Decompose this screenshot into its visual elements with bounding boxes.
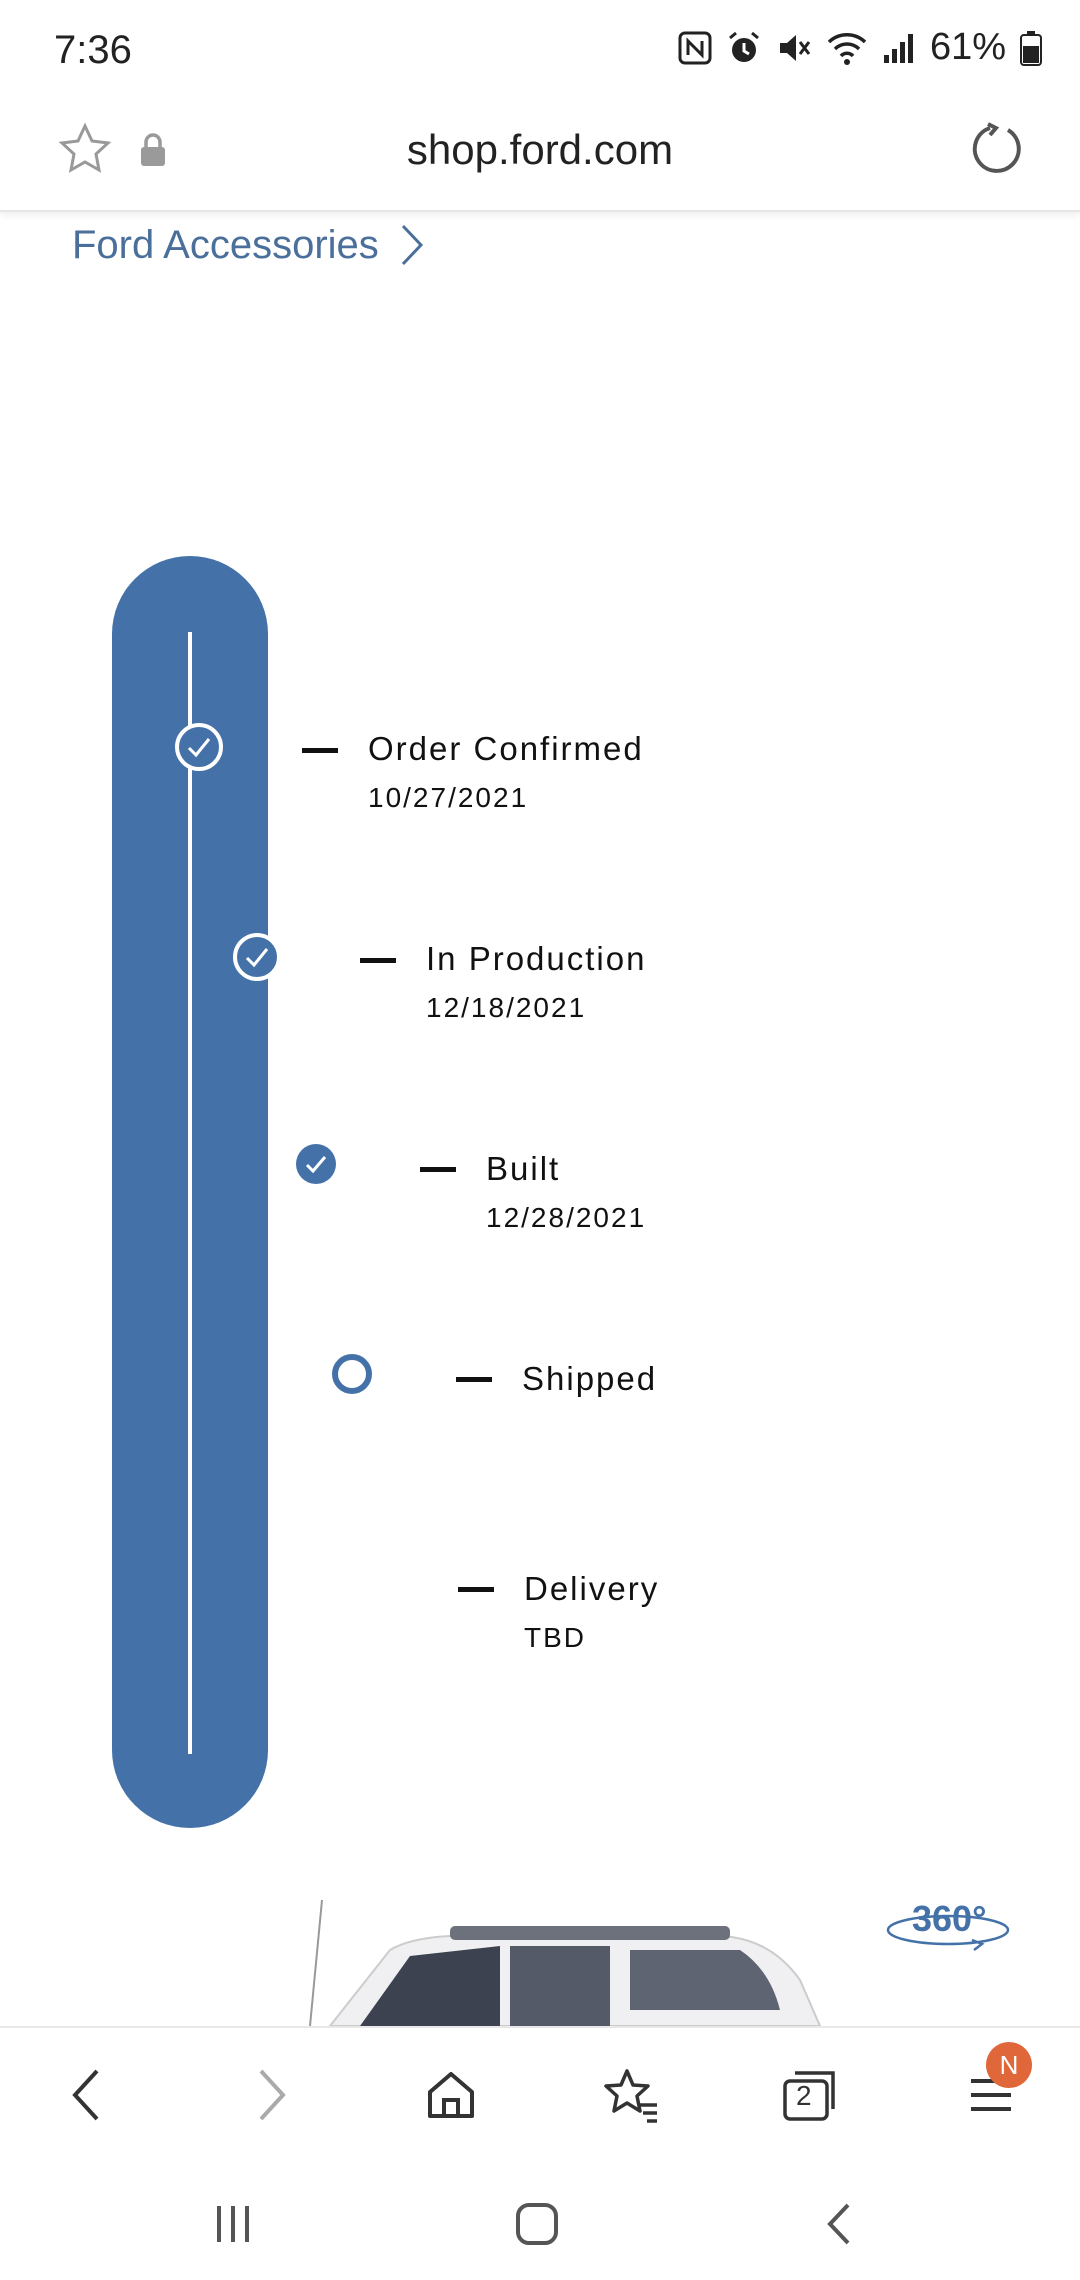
reload-icon[interactable] [968,120,1024,176]
bookmarks-button[interactable] [596,2060,666,2130]
tabs-icon [783,2071,835,2121]
status-time: 7:36 [54,28,132,72]
step-date-delivery: TBD [524,1622,586,1653]
step-pending-icon [332,1354,372,1394]
back-nav-icon [827,2203,850,2245]
back-icon [72,2069,99,2121]
address-bar[interactable]: shop.ford.com [0,100,1080,212]
step-dash [458,1587,494,1592]
mute-icon [779,34,811,61]
step-check-icon [175,723,223,771]
step-label-in-production: In Production [426,940,647,977]
forward-button[interactable] [236,2060,306,2130]
system-navigation-bar [0,2156,1080,2280]
recent-apps-icon [217,2206,249,2242]
back-nav-button[interactable] [804,2194,874,2254]
step-date-in-production: 12/18/2021 [426,992,587,1023]
status-icons: 61% [678,26,1042,69]
battery-icon [1020,30,1042,66]
tabs-button[interactable]: 2 [776,2060,846,2130]
step-check-icon [296,1144,336,1184]
nfc-icon [678,31,712,64]
step-dash [302,748,338,753]
home-icon [428,2072,474,2118]
step-check-icon [233,933,281,981]
tabs-count: 2 [796,2080,812,2111]
step-date-built: 12/28/2021 [486,1202,647,1233]
step-dash [360,958,396,963]
step-label-built: Built [486,1150,561,1187]
breadcrumb-link[interactable]: Ford Accessories [72,222,425,268]
bookmarks-icon [604,2069,657,2123]
status-bar: 7:36 61% [0,0,1080,100]
progress-line [188,632,192,1754]
menu-notification-badge: N [986,2042,1032,2088]
chevron-right-icon [401,224,423,266]
step-date-order-confirmed: 10/27/2021 [368,782,529,813]
signal-icon [883,33,913,63]
back-button[interactable] [52,2060,122,2130]
step-label-order-confirmed: Order Confirmed [368,730,644,767]
step-dash [456,1377,492,1382]
lock-icon [141,133,165,166]
vehicle-image [309,1899,822,2026]
rotate-360-icon[interactable] [884,1896,1012,1956]
forward-icon [259,2069,286,2121]
home-nav-button[interactable] [502,2194,572,2254]
browser-toolbar: 2 [0,2026,1080,2158]
step-label-delivery: Delivery [524,1570,660,1607]
wifi-icon [827,32,867,65]
recent-apps-button[interactable] [198,2194,268,2254]
rotate-360-label[interactable]: 360° [912,1898,987,1939]
breadcrumb-label: Ford Accessories [72,222,379,267]
home-button[interactable] [416,2060,486,2130]
alarm-icon [728,31,759,62]
home-nav-icon [516,2203,558,2245]
battery-percent: 61% [929,26,1006,68]
step-label-shipped: Shipped [522,1360,658,1397]
step-dash [420,1167,456,1172]
url-text[interactable]: shop.ford.com [406,126,674,173]
star-icon[interactable] [58,122,112,176]
